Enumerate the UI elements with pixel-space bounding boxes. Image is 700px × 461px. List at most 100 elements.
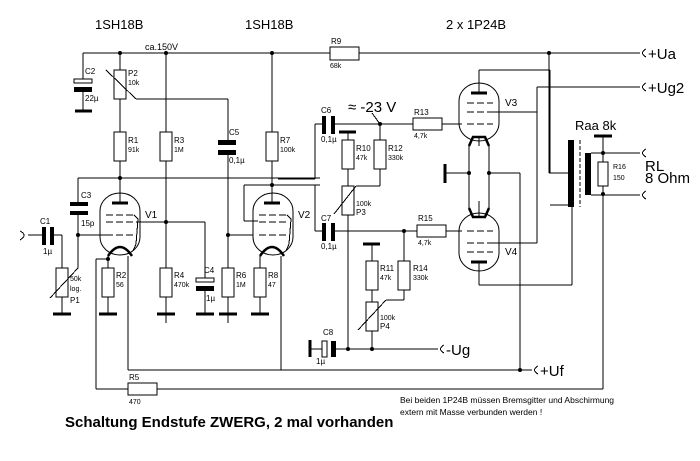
component-label: R12 — [388, 144, 403, 153]
component-label: R10 — [356, 144, 371, 153]
component-label: C5 — [229, 128, 240, 137]
component-label: 150 — [613, 175, 625, 182]
component-label: 470k — [174, 282, 190, 289]
schematic-title: Schaltung Endstufe ZWERG, 2 mal vorhande… — [65, 414, 393, 431]
component-label: C3 — [81, 191, 92, 200]
ua-terminal[interactable]: +Ua — [642, 46, 677, 63]
resistor-r11: R11 47k — [363, 242, 395, 302]
component-label: 47 — [268, 282, 276, 289]
tube-label-stage2: 1SH18B — [245, 17, 293, 32]
component-label: P2 — [128, 69, 138, 78]
component-label: 1M — [174, 147, 184, 154]
tube-label-stage1: 1SH18B — [95, 17, 143, 32]
component-label: C6 — [321, 106, 332, 115]
tube-label-output: 2 x 1P24B — [446, 17, 506, 32]
component-label: 330k — [413, 275, 429, 282]
resistor-r16: R16 150 — [597, 153, 626, 195]
resistor-r13: R13 4,7k — [412, 108, 462, 140]
uf-rail — [128, 230, 532, 372]
component-label: R1 — [128, 136, 139, 145]
component-label: 47k — [356, 155, 368, 162]
component-label: 100k — [356, 201, 372, 208]
ug2-terminal[interactable]: +Ug2 — [642, 80, 685, 97]
note-line-1: Bei beiden 1P24B müssen Bremsgitter und … — [400, 395, 614, 405]
load-terminals[interactable]: RL 8 Ohm — [642, 148, 691, 200]
resistor-r14: R14 330k — [386, 231, 429, 301]
ug2-rail — [536, 53, 640, 243]
component-label: 4,7k — [414, 133, 428, 140]
transformer-label: Raa 8k — [575, 118, 617, 133]
tube-v3: V3 — [458, 69, 551, 173]
resistor-r1: R1 91k — [113, 131, 140, 178]
resistor-r2: R2 56 — [95, 257, 127, 389]
component-label: 1µ — [206, 294, 215, 303]
capacitor-c8: C8 1µ — [308, 328, 438, 366]
component-label: P1 — [70, 296, 80, 305]
component-label: P4 — [380, 322, 390, 331]
potentiometer-p3: 100k P3 — [333, 185, 372, 351]
component-label: V4 — [505, 247, 518, 258]
component-label: 100k — [380, 315, 396, 322]
capacitor-c6: C6 0,1µ — [278, 106, 413, 180]
tube-v1: V1 — [78, 178, 205, 370]
component-label: R13 — [414, 108, 429, 117]
component-label: 0,1µ — [321, 135, 337, 144]
component-label: 1µ — [316, 357, 325, 366]
ua-rail — [83, 51, 640, 55]
potentiometer-p1: 50k log. P1 — [49, 267, 82, 316]
component-label: R6 — [236, 271, 247, 280]
uf-terminal-label: +Uf — [540, 363, 565, 380]
bias-voltage-label: ≈ -23 V — [348, 99, 396, 116]
component-label: 0,1µ — [321, 242, 337, 251]
component-label: R16 — [613, 164, 626, 171]
component-label: 15p — [81, 219, 95, 228]
potentiometer-p4: 100k P4 — [357, 299, 396, 351]
ug2-terminal-label: +Ug2 — [648, 80, 684, 97]
component-label: R3 — [174, 136, 185, 145]
capacitor-c3: C3 15p — [70, 178, 95, 268]
component-label: R11 — [380, 264, 395, 273]
component-label: C7 — [321, 214, 332, 223]
component-label: R15 — [418, 214, 433, 223]
component-label: R7 — [280, 136, 291, 145]
component-label: 4,7k — [418, 240, 432, 247]
ua-terminal-label: +Ua — [648, 46, 677, 63]
component-label: C2 — [85, 67, 96, 76]
resistor-r10: R10 47k — [339, 130, 371, 186]
component-label: 68k — [330, 63, 342, 70]
input-terminal[interactable] — [19, 230, 42, 241]
component-label: P3 — [356, 208, 366, 217]
resistor-r6: R6 1M — [219, 233, 253, 316]
resistor-r5: R5 470 — [96, 180, 604, 406]
supply-voltage-label: ca.150V — [145, 42, 178, 52]
output-cathode-link — [443, 135, 521, 230]
load-value: 8 Ohm — [645, 170, 690, 187]
component-label: C8 — [323, 328, 334, 337]
potentiometer-p2: P2 10k — [105, 53, 228, 132]
ug-terminal[interactable]: -Ug — [440, 342, 471, 359]
capacitor-c4: C4 1µ — [195, 222, 215, 316]
component-label: 56 — [116, 282, 124, 289]
ug-terminal-label: -Ug — [446, 342, 470, 359]
resistor-r8: R8 47 — [251, 267, 279, 316]
component-label: 10k — [128, 80, 140, 87]
note-line-2: extern mit Masse verbunden werden ! — [400, 407, 542, 417]
tube-v2: V2 — [243, 184, 320, 370]
output-transformer: Raa 8k — [550, 118, 640, 207]
component-label: R14 — [413, 264, 428, 273]
component-label: 50k — [70, 276, 82, 283]
component-label: V3 — [505, 98, 518, 109]
component-label: 0,1µ — [229, 156, 245, 165]
component-label: 1µ — [43, 247, 52, 256]
component-label: R4 — [174, 271, 185, 280]
resistor-r4: R4 470k — [157, 267, 190, 316]
component-label: 100k — [280, 147, 296, 154]
bias-voltage-pointer — [371, 112, 381, 125]
component-label: 91k — [128, 147, 140, 154]
component-label: C1 — [40, 217, 51, 226]
component-label: V1 — [145, 210, 158, 221]
uf-terminal[interactable]: +Uf — [534, 363, 565, 380]
resistor-r15: R15 4,7k — [416, 214, 462, 247]
load-label: RL — [645, 158, 664, 175]
